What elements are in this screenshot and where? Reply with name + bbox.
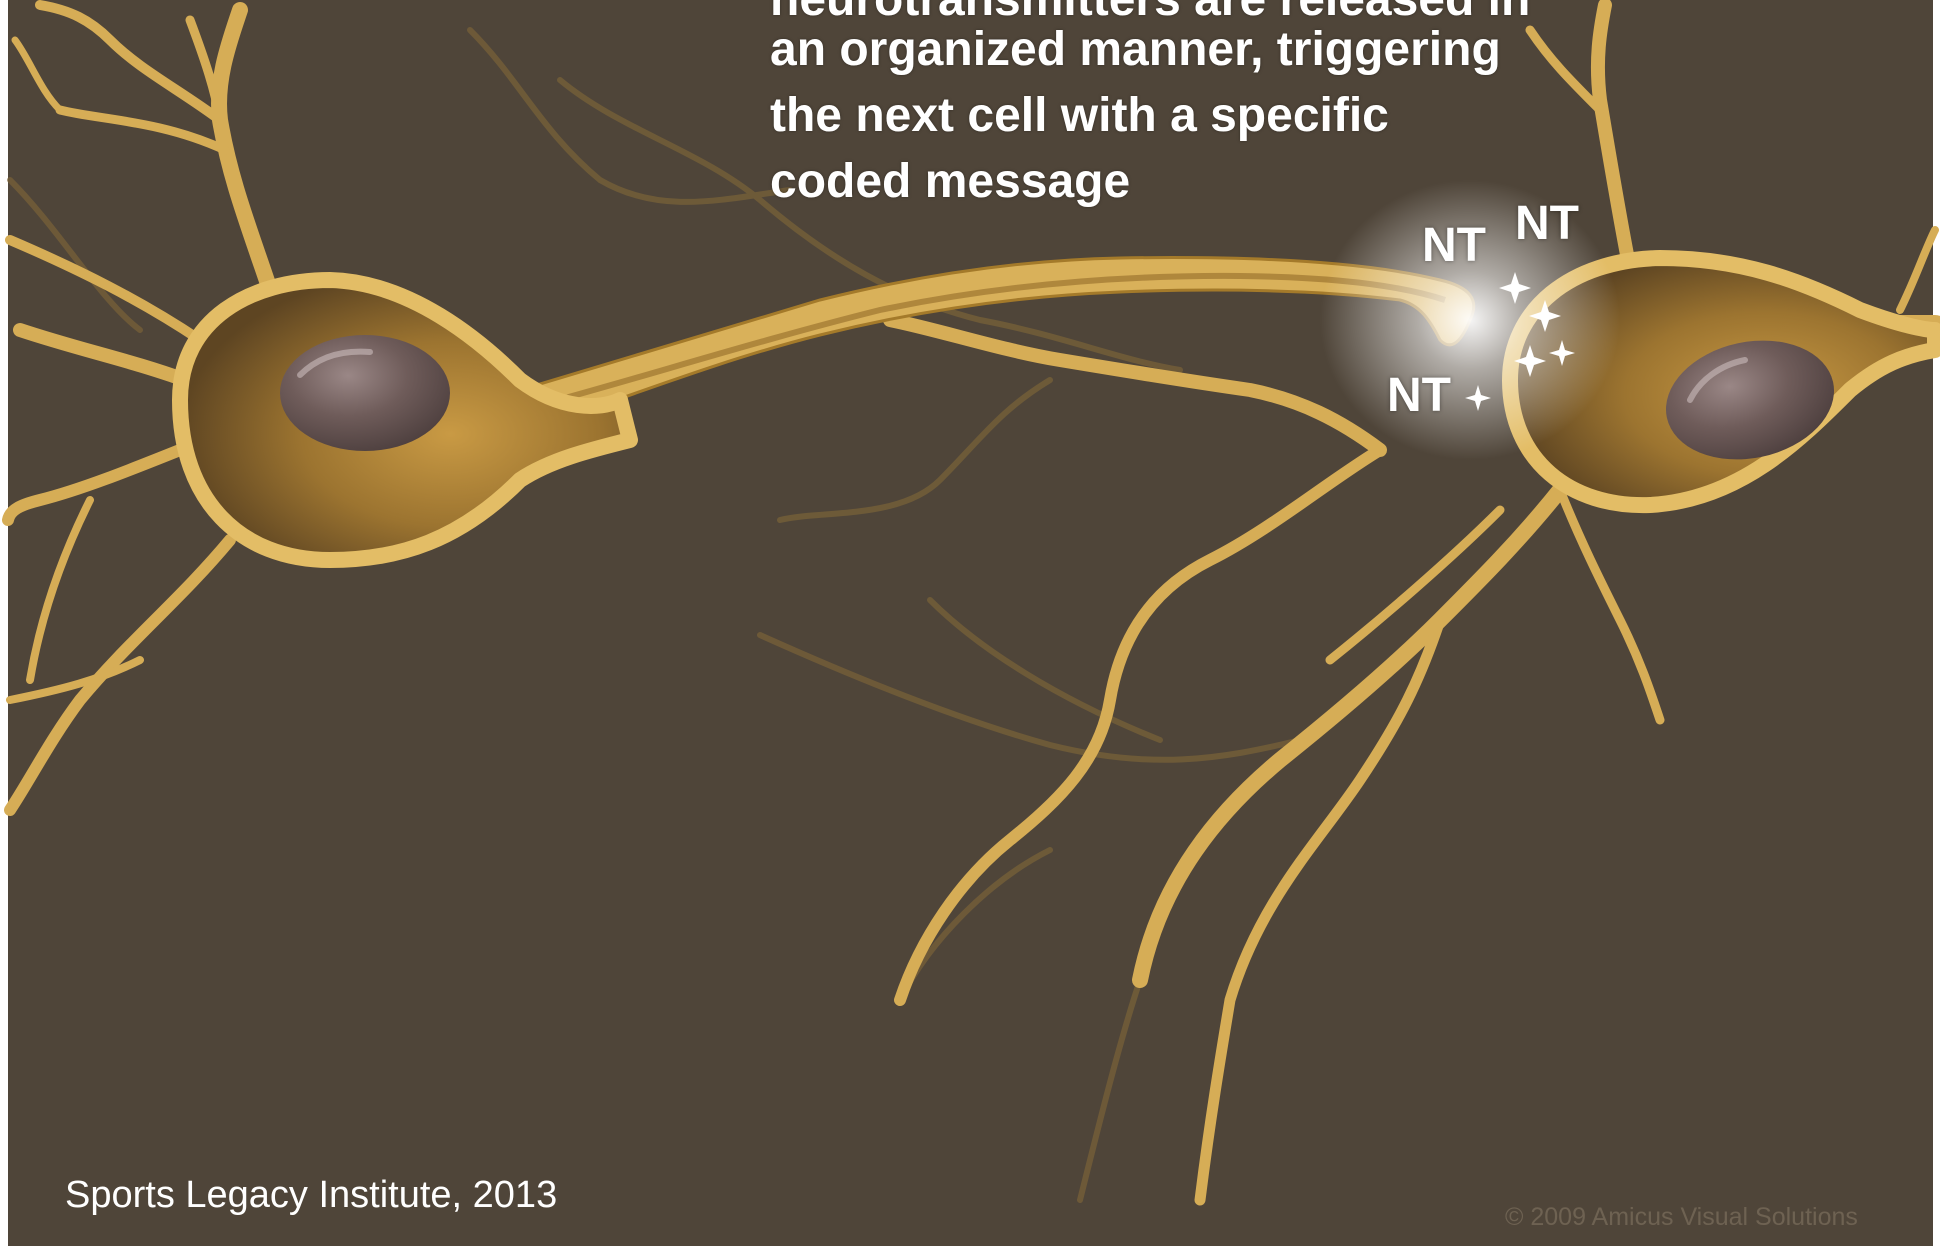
caption-line-1: neurotransmitters are released in [770,0,1530,24]
nt-label-bottom: NT [1387,372,1451,420]
caption-line-4: coded message [770,158,1130,206]
nt-label-top-left: NT [1422,222,1486,270]
caption-line-2: an organized manner, triggering [770,26,1501,74]
copyright-watermark: © 2009 Amicus Visual Solutions [1505,1205,1858,1230]
source-citation: Sports Legacy Institute, 2013 [65,1176,557,1214]
caption-line-3: the next cell with a specific [770,92,1389,140]
nt-label-top-right: NT [1515,200,1579,248]
